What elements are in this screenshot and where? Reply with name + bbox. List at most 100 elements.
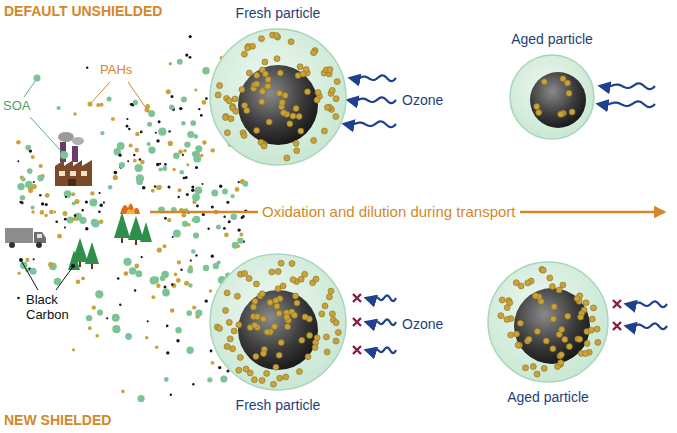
particle-dot bbox=[226, 201, 229, 204]
particle-dot bbox=[202, 100, 207, 105]
particle-dot bbox=[166, 325, 169, 328]
pah-dot bbox=[293, 293, 299, 299]
particle-dot bbox=[75, 199, 80, 204]
particle-dot bbox=[160, 276, 166, 282]
particle: Aged particle bbox=[508, 31, 596, 141]
particle-dot bbox=[39, 164, 43, 168]
particle-dot bbox=[117, 277, 120, 280]
pah-dot bbox=[558, 360, 564, 366]
particle-dot bbox=[171, 283, 174, 286]
particle-dot bbox=[180, 170, 185, 175]
pah-dot bbox=[583, 351, 589, 357]
pah-dot bbox=[259, 36, 265, 42]
pah-dot bbox=[290, 277, 296, 283]
particle-dot bbox=[64, 226, 66, 228]
pah-dot bbox=[224, 344, 230, 350]
particle-dot bbox=[72, 348, 75, 351]
ozone-label: Ozone bbox=[402, 316, 443, 332]
particle-dot bbox=[121, 390, 125, 394]
pah-dot bbox=[265, 83, 271, 89]
particle-dot bbox=[33, 181, 35, 183]
particle-dot bbox=[17, 183, 24, 190]
particle-label: Fresh particle bbox=[236, 397, 321, 413]
particle-dot bbox=[182, 213, 187, 218]
particle-dot bbox=[194, 134, 199, 139]
particle-dot bbox=[65, 196, 67, 198]
particle-dot bbox=[25, 145, 31, 151]
particle-dot bbox=[119, 162, 125, 168]
particle-dot bbox=[99, 192, 101, 194]
particle-dot bbox=[211, 255, 214, 258]
scenario-title: NEW SHIELDED bbox=[4, 412, 111, 428]
particle-dot bbox=[156, 163, 159, 166]
pah-dot bbox=[589, 316, 595, 322]
pah-dot bbox=[534, 328, 540, 334]
particle-dot bbox=[39, 194, 41, 196]
particle-dot bbox=[224, 233, 229, 238]
pah-dot bbox=[319, 311, 325, 317]
particle-dot bbox=[195, 254, 197, 256]
ozone-arrow bbox=[344, 121, 396, 127]
ozone-arrow bbox=[626, 301, 667, 307]
particle-dot bbox=[194, 88, 197, 91]
soa-coating bbox=[488, 262, 608, 382]
pah-dot bbox=[266, 119, 272, 125]
particle-dot bbox=[177, 260, 181, 264]
pah-dot bbox=[565, 313, 571, 319]
particle-dot bbox=[25, 258, 29, 262]
pah-dot bbox=[558, 111, 564, 117]
particle-dot bbox=[27, 168, 33, 174]
pah-dot bbox=[559, 111, 565, 117]
pah-dot bbox=[277, 90, 283, 96]
particle-dot bbox=[171, 95, 174, 98]
particle-dot bbox=[192, 218, 196, 222]
pah-dot bbox=[244, 108, 250, 114]
particle-dot bbox=[192, 306, 196, 310]
particle-dot bbox=[17, 160, 19, 162]
particle-dot bbox=[37, 175, 44, 182]
particle-dot bbox=[138, 395, 145, 402]
particle-dot bbox=[216, 224, 221, 229]
particle-dot bbox=[223, 227, 226, 230]
particle-dot bbox=[202, 67, 210, 75]
pah-dot bbox=[566, 344, 572, 350]
pah-dot bbox=[499, 297, 505, 303]
pah-dot bbox=[584, 340, 590, 346]
pah-dot bbox=[307, 332, 313, 338]
particle-dot bbox=[76, 279, 81, 284]
particle-dot bbox=[147, 142, 151, 146]
particle-dot bbox=[49, 262, 57, 270]
particle-dot bbox=[164, 286, 167, 289]
particle-dot bbox=[180, 269, 182, 271]
particle-dot bbox=[200, 154, 203, 157]
soa-label: SOA bbox=[3, 99, 30, 114]
black-carbon-core bbox=[530, 72, 586, 128]
process-label: Oxidation and dilution during transport bbox=[258, 203, 520, 220]
particle-dot bbox=[134, 289, 136, 291]
particle-dot bbox=[113, 175, 118, 180]
particle-dot bbox=[112, 325, 120, 333]
pah-dot bbox=[517, 320, 523, 326]
particle-dot bbox=[79, 217, 86, 224]
particle-dot bbox=[196, 205, 199, 208]
particle-dot bbox=[148, 146, 155, 153]
ozone-arrow bbox=[366, 295, 396, 301]
particle-dot bbox=[167, 218, 171, 222]
particle-dot bbox=[133, 159, 137, 163]
pah-dot bbox=[513, 280, 519, 286]
pah-dot bbox=[233, 108, 239, 114]
pah-dot bbox=[274, 56, 280, 62]
particle-dot bbox=[97, 310, 103, 316]
particle-dot bbox=[17, 297, 20, 300]
particle-dot bbox=[231, 194, 235, 198]
pah-dot bbox=[275, 269, 281, 275]
ozone-arrow bbox=[600, 83, 655, 89]
particle-dot bbox=[163, 244, 167, 248]
particle-dot bbox=[176, 278, 181, 283]
pah-dot bbox=[232, 96, 238, 102]
pah-dot bbox=[273, 298, 279, 304]
particle-dot bbox=[53, 211, 56, 214]
particle-dot bbox=[147, 320, 149, 322]
particle-dot bbox=[156, 185, 161, 190]
particle-dot bbox=[192, 193, 200, 201]
